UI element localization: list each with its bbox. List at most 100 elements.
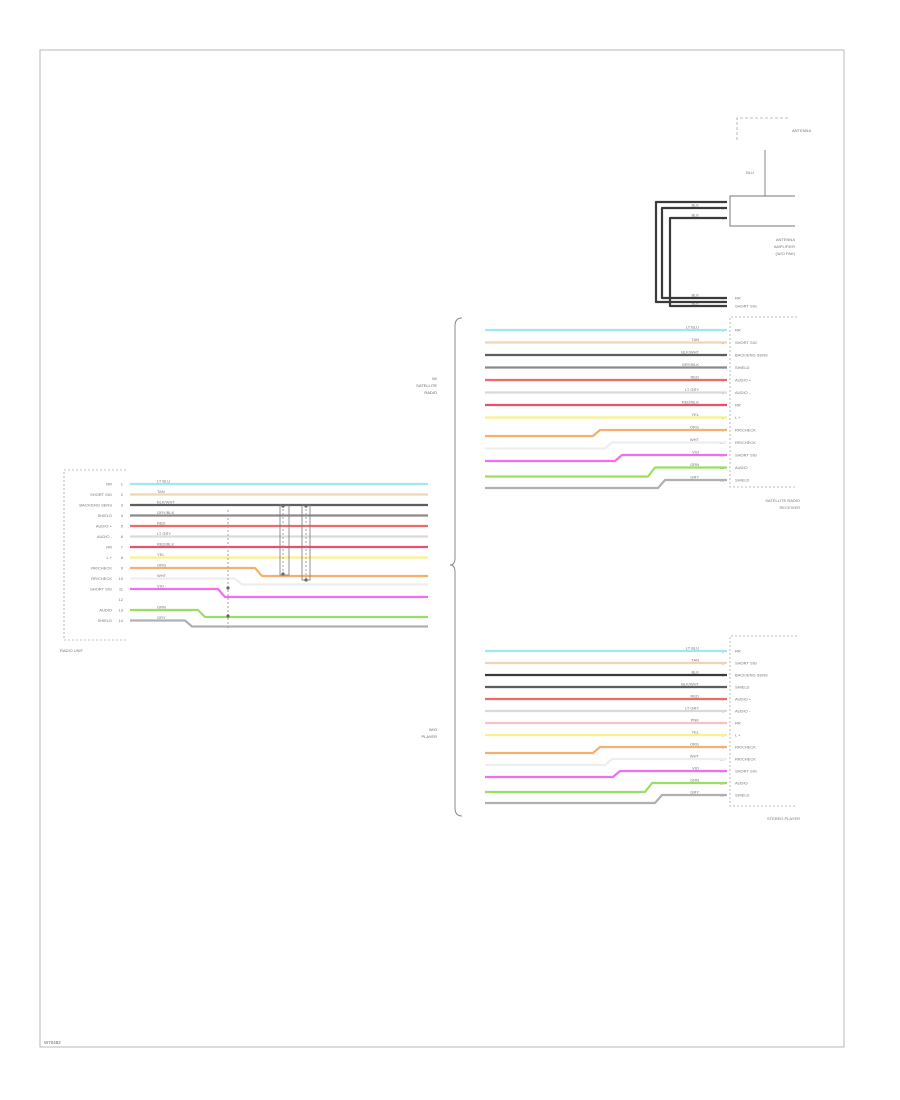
radio-pin-number: 13 [119, 608, 124, 613]
radio-pin-number: 8 [121, 555, 124, 560]
satellite-wire-gry [485, 478, 727, 490]
splice-dot [226, 586, 230, 590]
satellite-pin-function: BACK/ENG SENS [735, 353, 768, 358]
player-pin-function: AUDIO + [735, 697, 752, 702]
satellite-receiver-label: SATELLITE RADIO [765, 498, 800, 503]
satellite-receiver-label: RECEIVER [780, 505, 801, 510]
radio-wire-color-label: TAN [157, 489, 165, 494]
radio-pin-number: 9 [121, 566, 124, 571]
radio-pin-function: AUDIO + [96, 524, 113, 529]
satellite-wire-color-label: GRN [690, 462, 699, 467]
radio-pin-number: 6 [121, 534, 124, 539]
player-pin-function: AUDIO [735, 781, 748, 786]
satellite-pin-function: RR/CHECK [735, 440, 756, 445]
splice-dot [304, 504, 308, 508]
player-wire-color-label: YEL [691, 730, 699, 735]
satellite-wire-color-label: GRY/BLK [682, 362, 700, 367]
radio-pin-number: 14 [119, 618, 124, 623]
player-pin-function: SHORT SIG [735, 769, 757, 774]
satellite-wire-org [485, 428, 727, 438]
player-wire-color-label: RED [691, 694, 700, 699]
player-wire-color-label: PNK [691, 718, 700, 723]
satellite-pin-function: SHORT SIG [735, 453, 757, 458]
splice-dot [304, 578, 308, 582]
radio-wire-color-label: LT BLU [157, 479, 170, 484]
amplifier-label: (W/O PAK) [776, 251, 796, 256]
radio-pin-function: SHIELD [98, 618, 113, 623]
player-pin-function: SHORT SIG [735, 661, 757, 666]
radio-pin-function: AUDIO [99, 608, 112, 613]
radio-wire-color-label: RED/BLK [157, 542, 174, 547]
satellite-wire-color-label: RED [691, 375, 700, 380]
player-pin-function: RR/CHECK [735, 757, 756, 762]
radio-pin-function: AUDIO - [97, 534, 113, 539]
player-wire-color-label: LT GRY [685, 706, 699, 711]
satellite-wire-color-label: ORG [690, 425, 699, 430]
player-wire-color-label: TAN [691, 658, 699, 663]
twisted-pair-shield [279, 504, 290, 576]
satellite-wire-wht [485, 441, 727, 450]
player-wire-color-label: ORG [690, 742, 699, 747]
player-wire-vio [485, 769, 727, 779]
splice-dot [281, 504, 285, 508]
radio-wire-color-label: GRY/BLK [157, 510, 175, 515]
radio-pin-function: SHIELD [98, 513, 113, 518]
option-brace [449, 317, 463, 817]
radio-wire-vio [130, 587, 428, 599]
radio-pin-number: 3 [121, 503, 124, 508]
satellite-pin-function: RR [735, 403, 741, 408]
satellite-wire-color-label: LT GRY [685, 387, 699, 392]
satellite-pin-function: SHIELD [735, 365, 750, 370]
radio-wire-color-label: WHT [157, 573, 167, 578]
player-pin-function: RR [735, 649, 741, 654]
amplifier-body [729, 195, 795, 227]
section-label-wo-player: W/O [429, 727, 437, 732]
player-pin-function: AUDIO - [735, 709, 751, 714]
radio-wire-grn [130, 608, 428, 619]
satellite-wire-grn [485, 466, 727, 478]
satellite-wire-color-label: YEL [691, 412, 699, 417]
player-pin-function: L + [735, 733, 741, 738]
radio-pin-function: RR/CHECK [91, 576, 112, 581]
player-wire-color-label: WHT [690, 754, 700, 759]
diagram-frame [39, 49, 845, 1048]
antenna-wire-color-label: BLU [746, 170, 754, 175]
radio-pin-number: 2 [121, 492, 124, 497]
player-wire-gry [485, 793, 727, 805]
player-wire-color-label: GRN [690, 778, 699, 783]
amp-shield-wire [654, 200, 727, 304]
splice-dot [226, 614, 230, 618]
radio-pin-number: 7 [121, 545, 124, 550]
player-pin-function: SHIELD [735, 793, 750, 798]
diagram-code: W70482 [44, 1040, 61, 1045]
stereo-player-connector-body [729, 635, 797, 807]
amp-to-receiver-wire-2 [668, 216, 727, 308]
player-pin-function: RR/CHECK [735, 745, 756, 750]
receiver-upper-pin-function: RR [735, 296, 741, 301]
satellite-wire-color-label: VIO [692, 450, 699, 455]
radio-pin-number: 10 [119, 576, 124, 581]
satellite-pin-function: AUDIO + [735, 378, 752, 383]
satellite-pin-function: AUDIO [735, 465, 748, 470]
radio-pin-number: 1 [121, 482, 124, 487]
radio-pin-function: L + [106, 555, 112, 560]
player-wire-wht [485, 757, 727, 767]
player-wire-color-label: GRY [690, 790, 699, 795]
radio-wire-wht [130, 577, 428, 586]
player-wire-color-label: BLK/WHT [681, 682, 699, 687]
section-label-wo-player: PLAYER [422, 734, 438, 739]
option-bracket [449, 317, 463, 817]
radio-wire-color-label: ORG [157, 563, 166, 568]
splice-group [226, 504, 311, 628]
satellite-pin-function: L + [735, 415, 741, 420]
radio-wire-color-label: GRN [157, 605, 166, 610]
satellite-pin-function: SHIELD [735, 478, 750, 483]
radio-pin-function: SHORT SIG [90, 587, 112, 592]
radio-pin-function: RR [106, 482, 112, 487]
radio-pin-number: 4 [121, 513, 124, 518]
splice-dot [281, 572, 285, 576]
player-wire-color-label: VIO [692, 766, 699, 771]
satellite-pin-function: RR [735, 328, 741, 333]
